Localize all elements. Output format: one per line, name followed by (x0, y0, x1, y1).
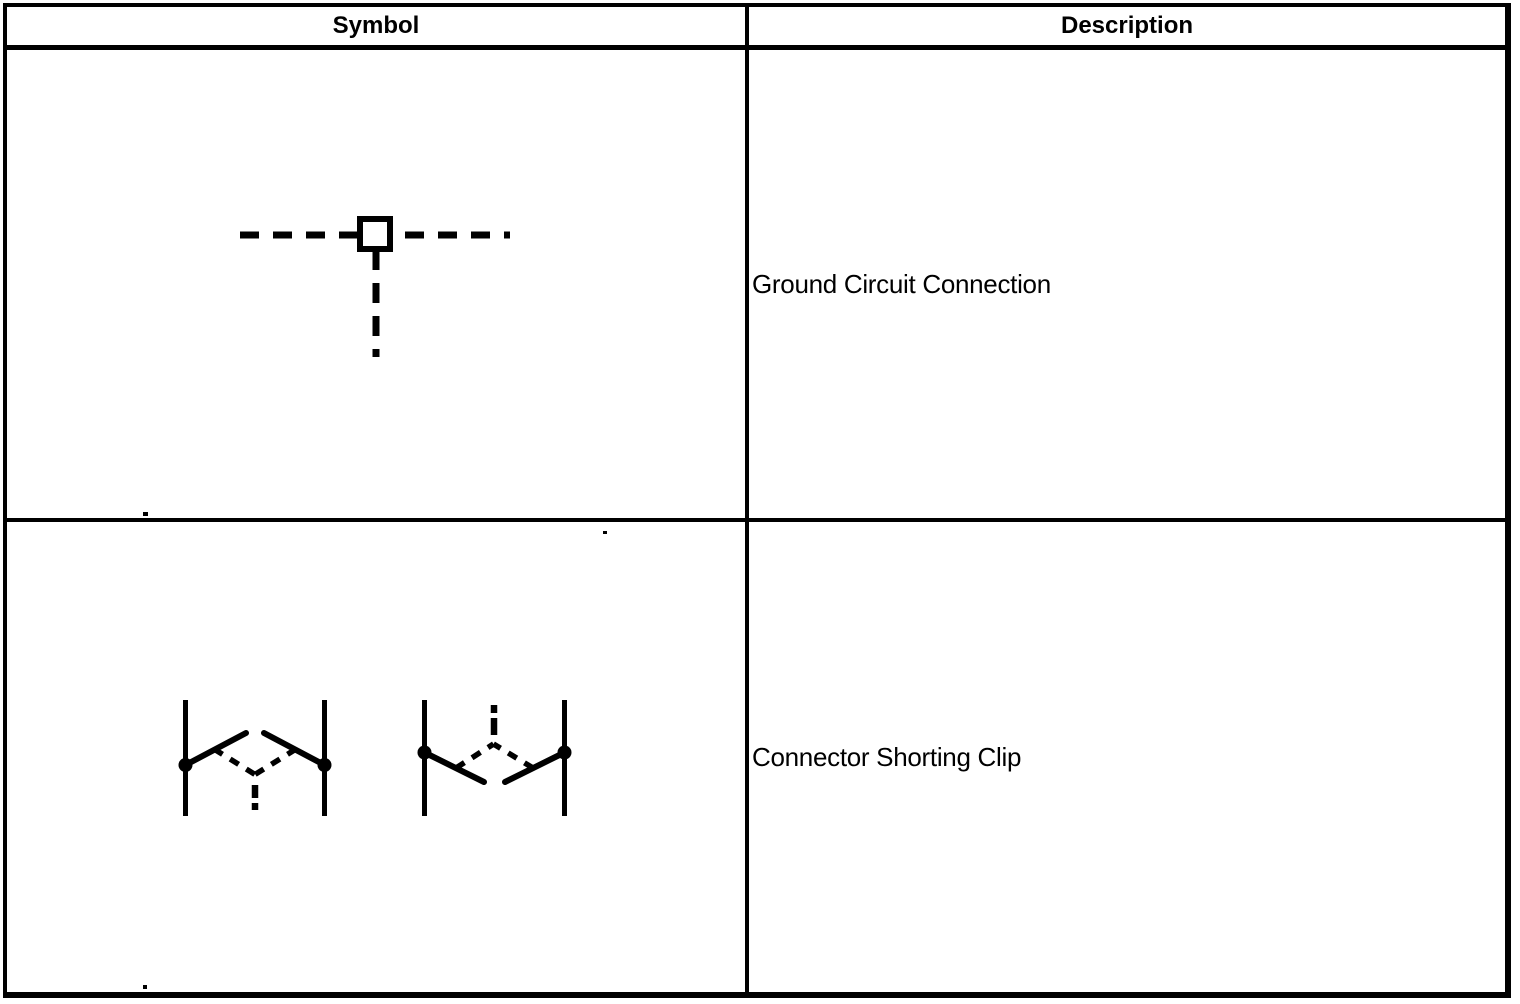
table-row-1-description: Ground Circuit Connection (749, 50, 1505, 518)
description-text-ground-circuit: Ground Circuit Connection (752, 268, 1051, 299)
header-divider-line (7, 45, 1505, 50)
row-divider-line (7, 518, 1505, 522)
scan-artifact-dot (143, 985, 147, 989)
shorting-clip-closed-variant (178, 700, 332, 816)
table-row-2-description: Connector Shorting Clip (749, 522, 1505, 992)
description-text-shorting-clip: Connector Shorting Clip (752, 741, 1022, 772)
scan-artifact-dot (603, 531, 607, 534)
shorting-clip-open-variant (417, 700, 572, 816)
symbol-legend-table: Symbol Description Ground Circuit Connec… (3, 3, 1511, 998)
ground-circuit-connection-icon (240, 216, 510, 357)
column-header-symbol: Symbol (7, 7, 745, 45)
column-header-description: Description (749, 7, 1505, 45)
column-header-description-label: Description (1060, 12, 1194, 39)
column-header-symbol-label: Symbol (332, 12, 420, 39)
connector-shorting-clip-icon (178, 700, 572, 816)
scan-artifact-dot (143, 512, 148, 516)
column-divider-line (745, 7, 749, 992)
